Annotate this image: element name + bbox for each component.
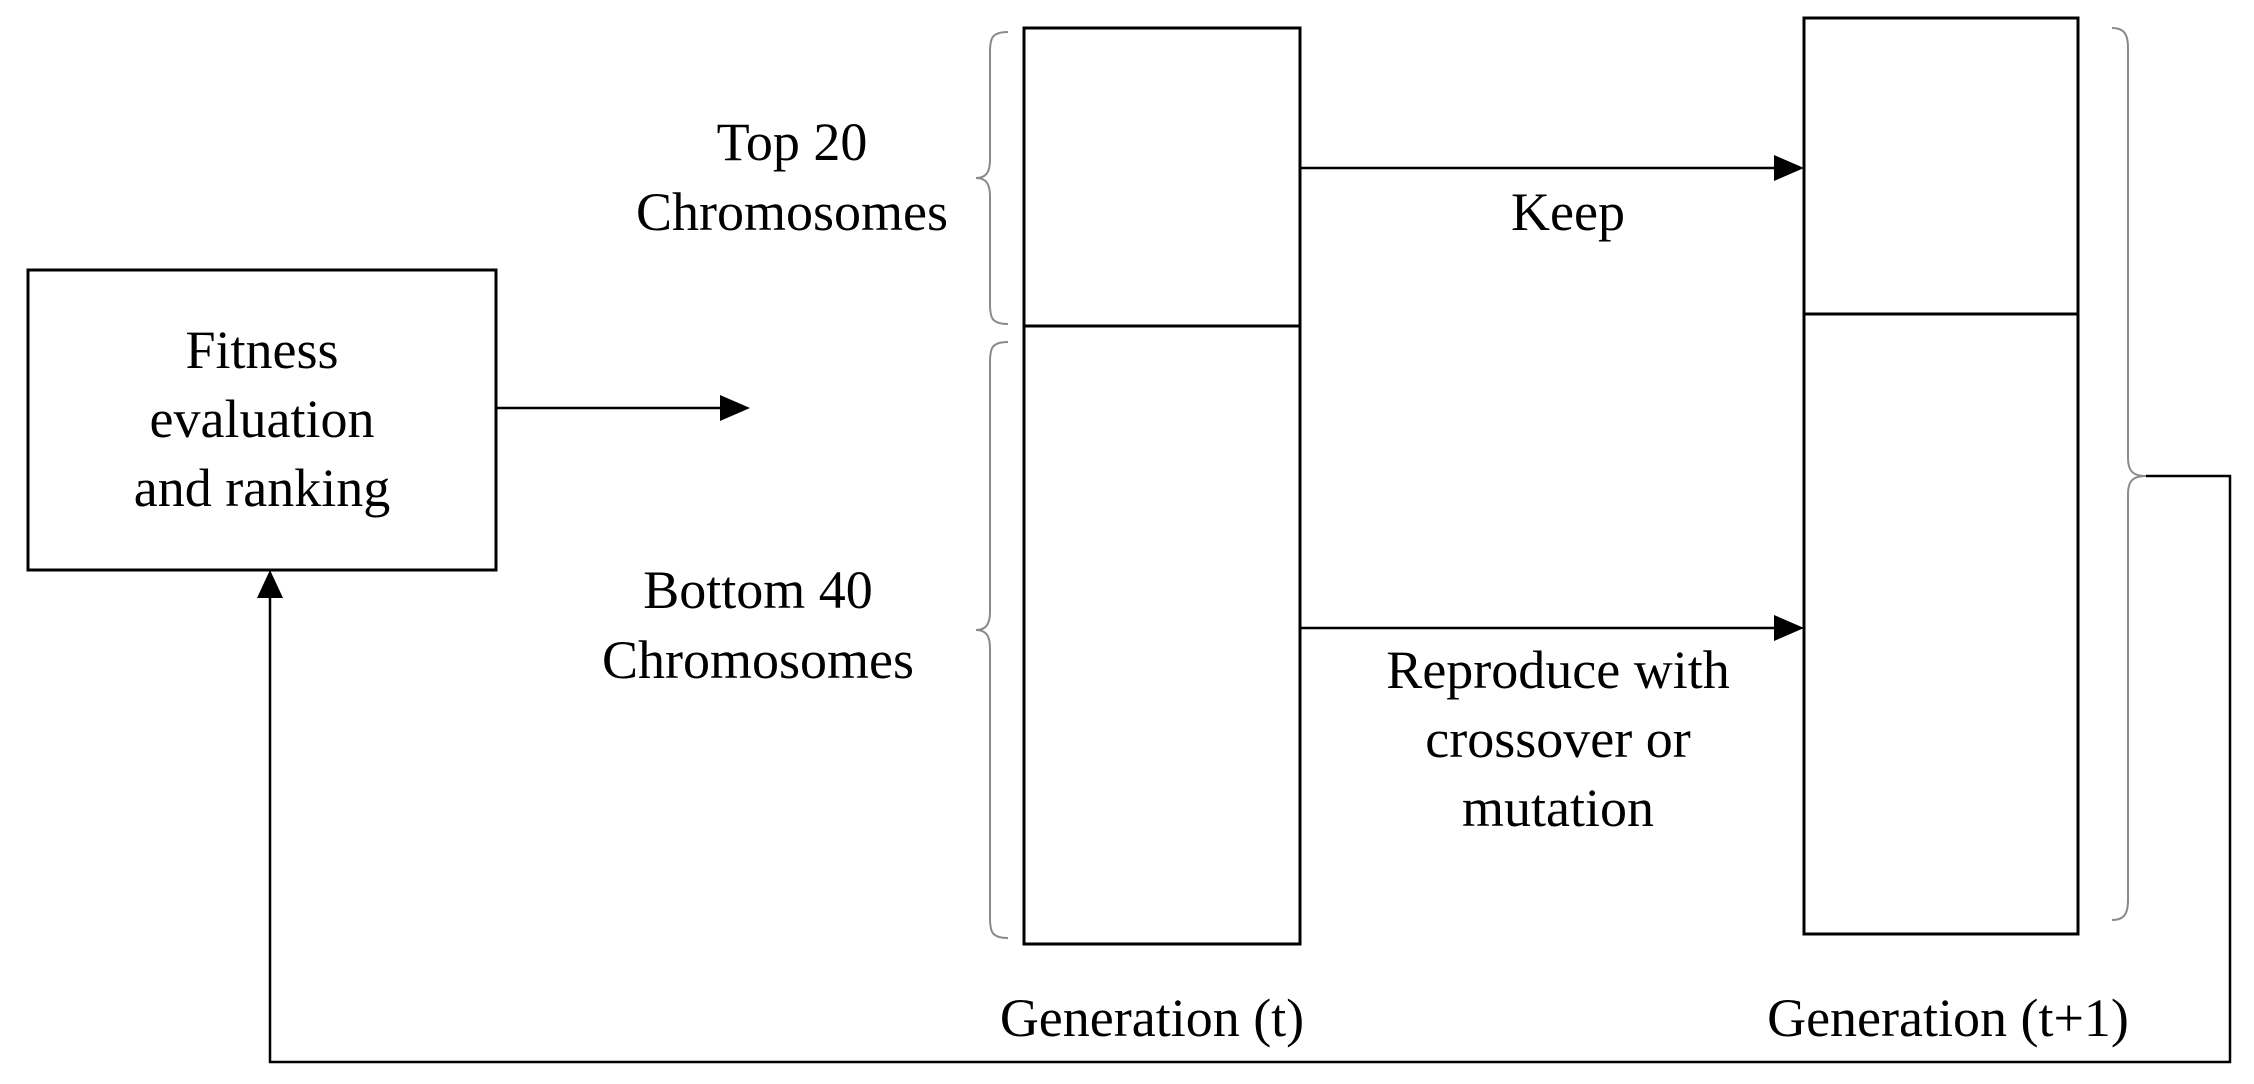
bottom-group-label-line-1: Bottom 40 (643, 560, 873, 620)
keep-label: Keep (1511, 182, 1625, 242)
top-group-label-line-1: Top 20 (717, 112, 868, 172)
fitness-label-line-3: and ranking (134, 458, 390, 518)
fitness-label-line-1: Fitness (185, 320, 338, 380)
bottom-group-label-line-2: Chromosomes (602, 630, 914, 690)
top-group-label-line-2: Chromosomes (636, 182, 948, 242)
feedback-loop-line (268, 474, 2232, 1064)
top-group-brace (975, 31, 1009, 325)
fitness-to-generation-arrowhead (720, 395, 750, 421)
reproduce-arrowhead (1774, 615, 1804, 641)
generation-t1-brace (2111, 27, 2147, 921)
fitness-label-line-2: evaluation (150, 389, 375, 449)
fitness-evaluation-box (26, 268, 498, 572)
reproduce-label-line-3: mutation (1462, 778, 1654, 838)
feedback-loop-arrowhead (257, 570, 283, 598)
generation-t1-column (1802, 16, 2080, 936)
bottom-group-brace (975, 341, 1009, 939)
keep-arrowhead (1774, 155, 1804, 181)
reproduce-label-line-1: Reproduce with (1386, 640, 1729, 700)
generation-t1-label: Generation (t+1) (1767, 988, 2129, 1048)
reproduce-label-line-2: crossover or (1425, 709, 1690, 769)
generation-t-column (1022, 26, 1302, 946)
generation-t-label: Generation (t) (1000, 988, 1304, 1048)
